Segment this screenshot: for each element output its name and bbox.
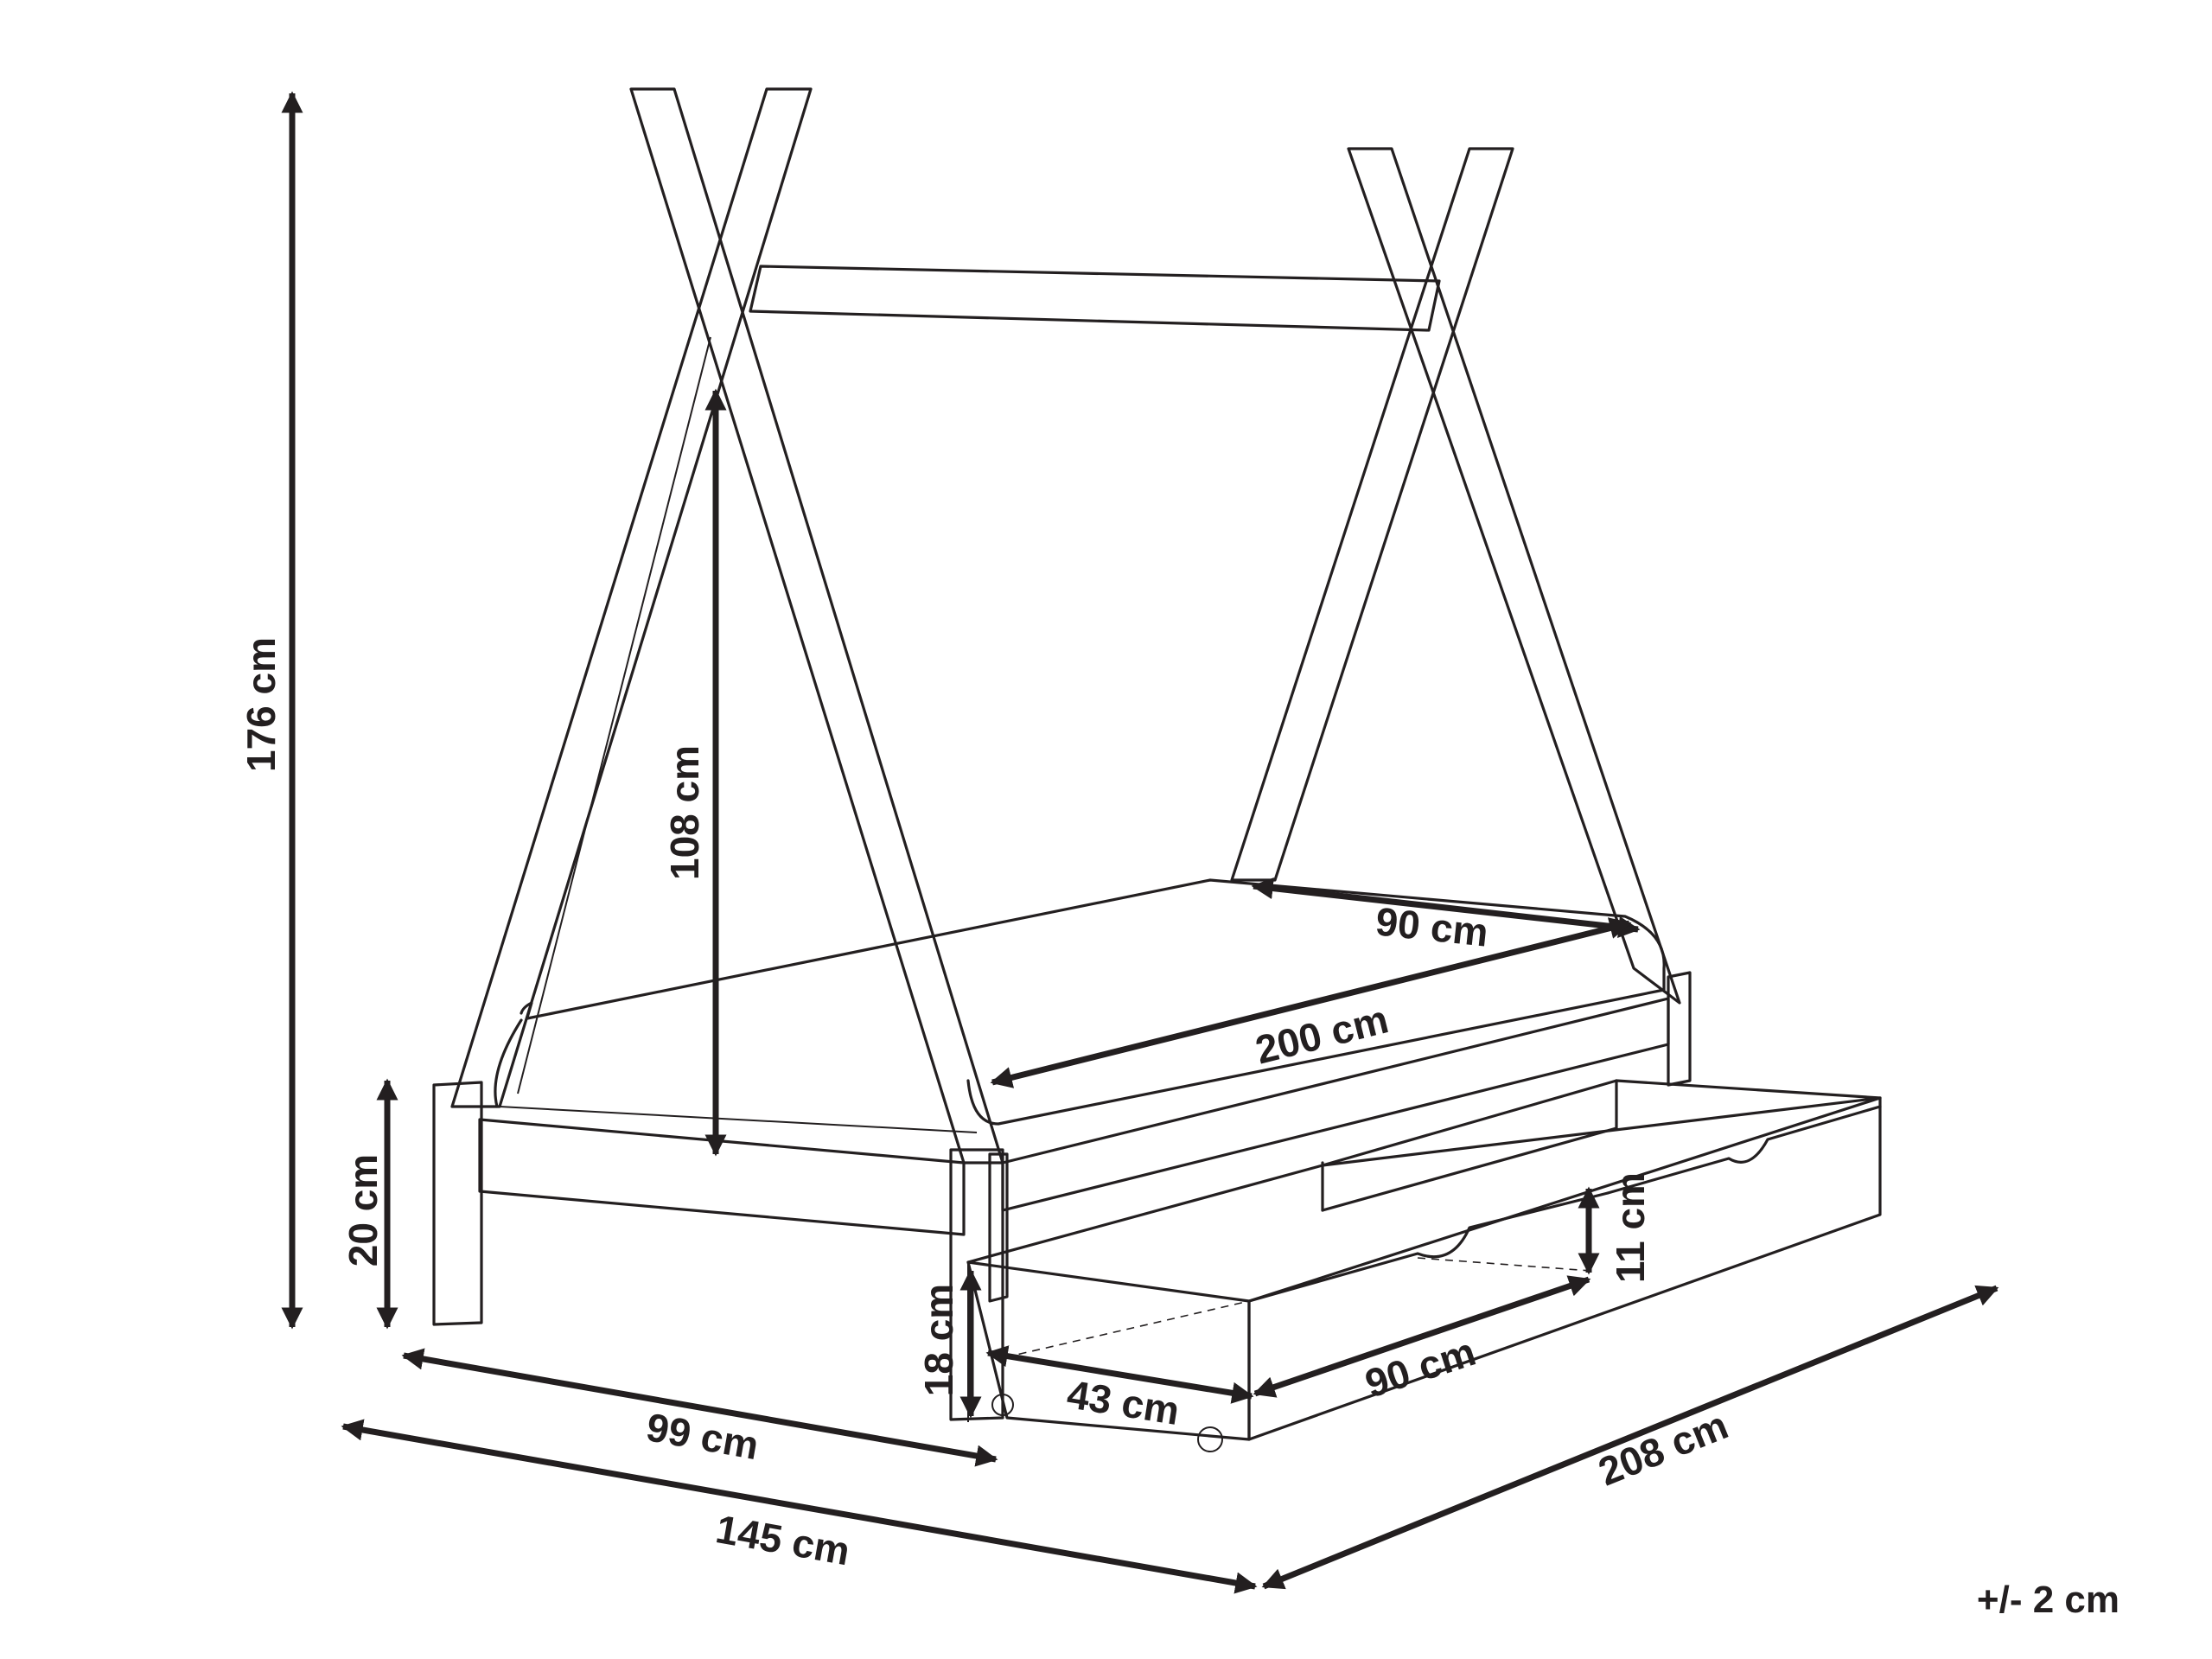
drawer-inner-height-label: 11 cm — [1608, 1172, 1653, 1283]
bed-drawing — [432, 87, 1882, 1452]
left-teepee-frame — [450, 87, 1004, 1164]
leg-height-label: 20 cm — [341, 1154, 386, 1267]
drawer-height-label: 18 cm — [916, 1284, 961, 1396]
ridge-beam — [749, 265, 1441, 332]
total-width-label: 145 cm — [712, 1506, 853, 1573]
tolerance-note: +/- 2 cm — [1977, 1579, 2120, 1621]
mattress-width-label: 90 cm — [1374, 898, 1490, 954]
total-width-arrow — [341, 1419, 1258, 1594]
total-length-label: 208 cm — [1592, 1402, 1734, 1495]
dimension-labels: 176 cm 108 cm 20 cm 90 cm 200 cm 18 cm 1… — [239, 637, 1734, 1573]
bed-legs — [432, 1081, 1009, 1421]
dimension-lines — [281, 91, 1999, 1594]
bed-base-frame — [478, 971, 1692, 1236]
mattress-length-arrow — [990, 917, 1632, 1088]
total-height-label: 176 cm — [239, 637, 284, 772]
inner-height-label: 108 cm — [662, 745, 707, 880]
drawer-width-label: 90 cm — [1360, 1329, 1481, 1407]
drawer-depth-arrow — [985, 1345, 1254, 1404]
total-length-arrow — [1261, 1285, 1999, 1590]
mattress-length-label: 200 cm — [1251, 996, 1393, 1072]
